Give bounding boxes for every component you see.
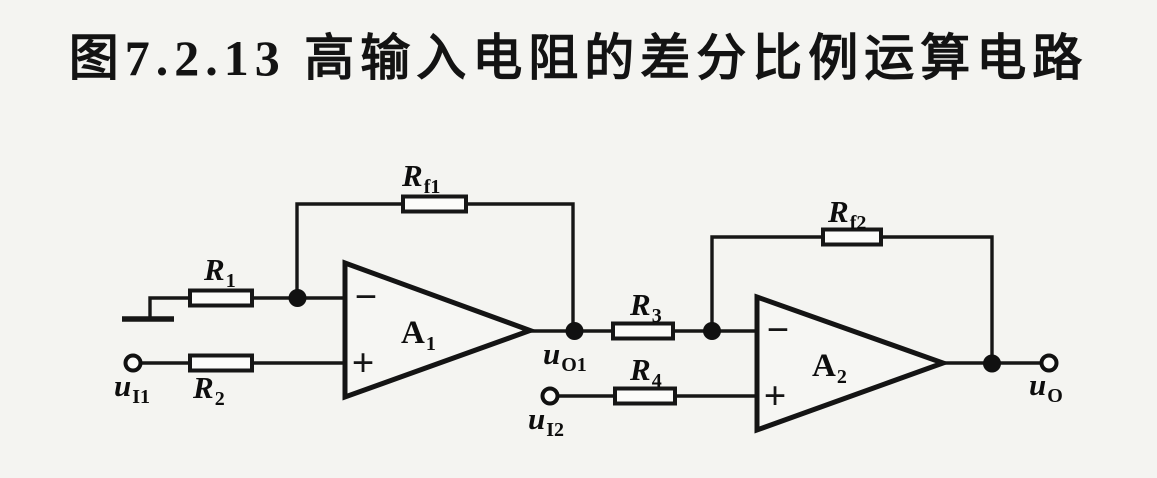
junction-dot-a1-inverting xyxy=(288,289,307,307)
opamp-a1-label: A1 xyxy=(401,315,436,355)
terminal-ui2 xyxy=(540,386,560,406)
r3-label: R3 xyxy=(630,287,662,327)
terminal-uo xyxy=(1039,353,1059,373)
r4-label: R4 xyxy=(630,352,662,392)
uo-label: uO xyxy=(1029,367,1063,407)
junction-dot-a2-inverting xyxy=(703,322,721,340)
wire-rf1-right xyxy=(464,202,575,333)
a1-noninverting-port-icon: + xyxy=(352,340,375,385)
uo1-label: uO1 xyxy=(543,336,587,376)
resistor-rf2-body xyxy=(821,227,883,247)
r2-label: R2 xyxy=(193,370,225,410)
resistor-r2-body xyxy=(188,353,254,373)
opamp-a2-triangle xyxy=(754,293,951,434)
wire-rf2-left xyxy=(710,235,825,333)
a1-inverting-port-icon: − xyxy=(355,274,378,319)
a2-inverting-port-icon: − xyxy=(767,307,790,352)
wire-rf1-left xyxy=(295,202,405,300)
resistor-r4-body xyxy=(613,386,677,406)
rf2-label: Rf2 xyxy=(828,194,867,234)
figure-title: 图7.2.13 高输入电阻的差分比例运算电路 xyxy=(68,30,1089,86)
terminal-ui1 xyxy=(123,353,143,373)
r1-label: R1 xyxy=(204,252,236,292)
opamp-a2-label: A2 xyxy=(812,348,847,388)
ui2-label: uI2 xyxy=(528,401,565,441)
opamp-a1-triangle xyxy=(342,259,538,401)
a2-noninverting-port-icon: + xyxy=(764,373,787,418)
resistor-r1-body xyxy=(188,288,254,308)
wire-ground-stub xyxy=(148,296,192,319)
junction-dot-output xyxy=(983,354,1001,373)
junction-dot-uo1 xyxy=(565,322,584,340)
resistor-r3-body xyxy=(611,321,675,341)
resistor-rf1-body xyxy=(401,194,468,214)
wire-rf2-right xyxy=(879,235,994,365)
ui1-label: uI1 xyxy=(114,368,151,408)
rf1-label: Rf1 xyxy=(402,158,441,198)
